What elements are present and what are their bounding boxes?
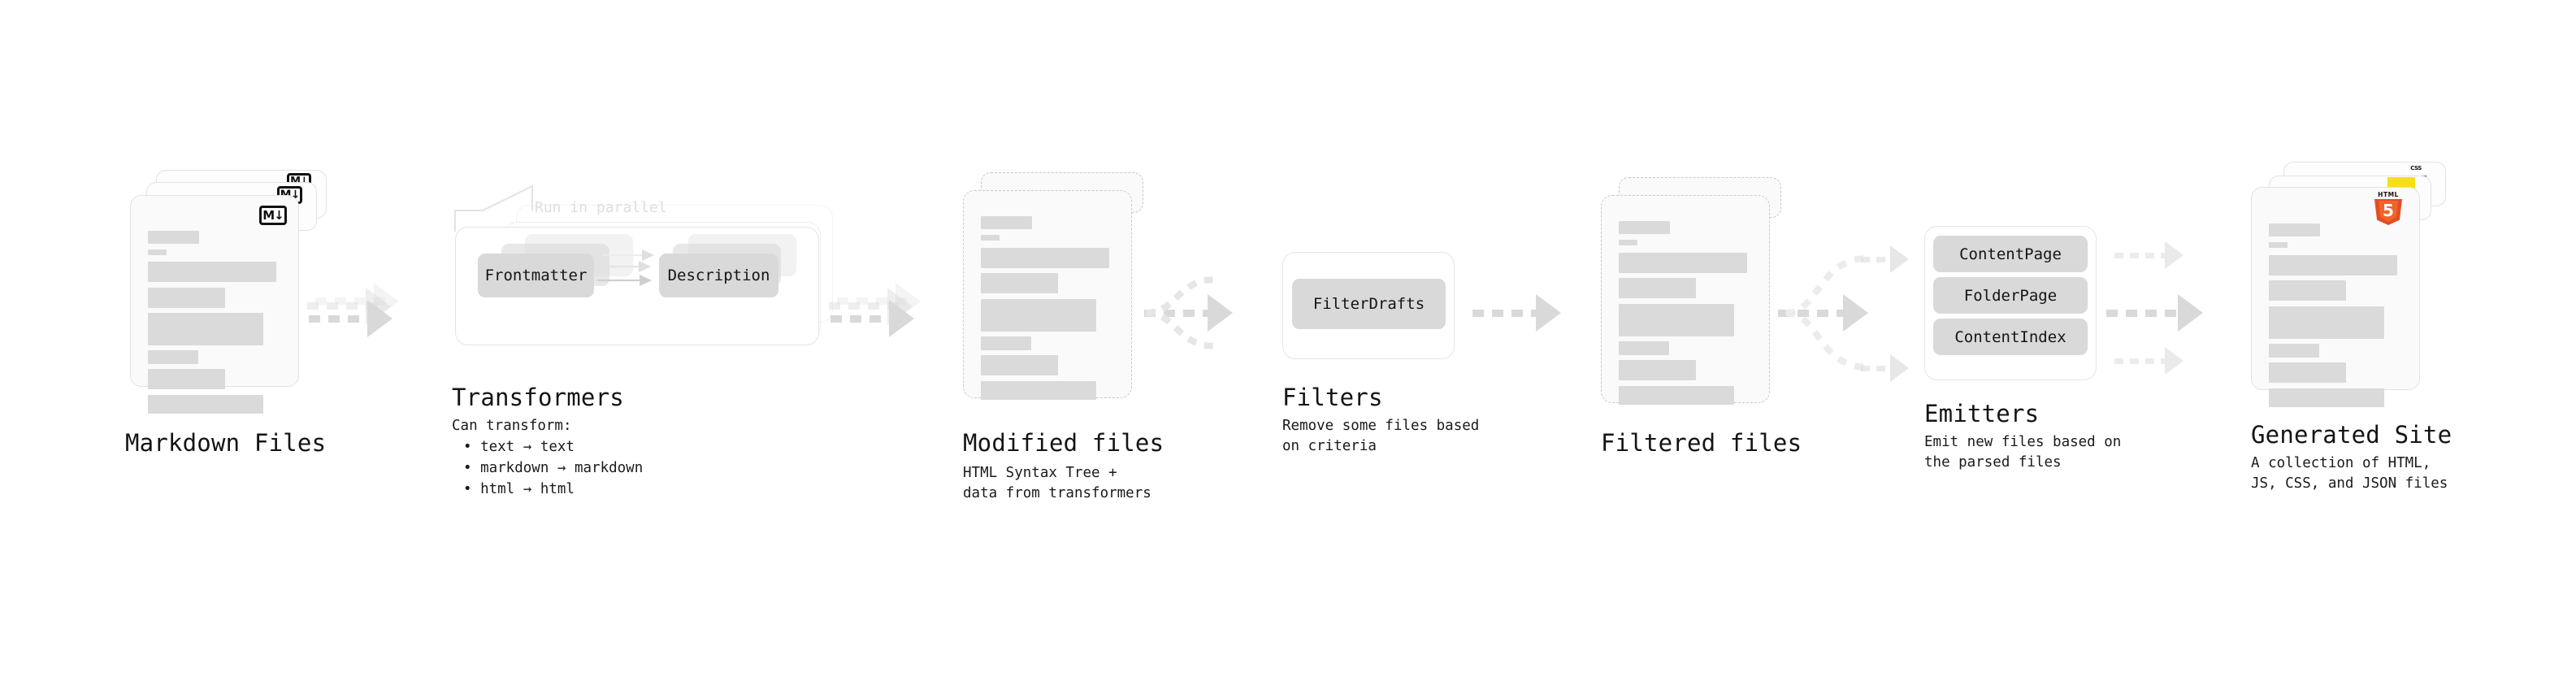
- doc-bar: [1619, 253, 1747, 273]
- flow-arrow-5-center: [1778, 288, 1884, 337]
- run-in-parallel-leader: [454, 184, 533, 232]
- stage-desc-emitters: Emit new files based on the parsed files: [1924, 434, 2122, 471]
- transformers-bullet-2: • html → html: [463, 481, 575, 497]
- emitter-chip-folderpage[interactable]: FolderPage: [1933, 277, 2088, 314]
- stage-desc-transformers: Can transform:: [452, 418, 572, 434]
- modified-file-card-front: [963, 190, 1132, 400]
- stage-title-generated-site: Generated Site: [2251, 421, 2452, 449]
- transformer-chip-frontmatter[interactable]: Frontmatter: [478, 254, 594, 297]
- doc-bar: [148, 395, 263, 414]
- arrow-head: [1536, 294, 1561, 332]
- stage-title-filtered-files: Filtered files: [1601, 429, 1802, 457]
- arrow-head: [367, 300, 392, 338]
- flow-arrow-3: [1144, 288, 1250, 337]
- doc-bar: [981, 355, 1058, 375]
- doc-bar: [2269, 344, 2319, 358]
- arrow-dashes: [829, 302, 907, 310]
- doc-bar: [981, 336, 1031, 350]
- run-in-parallel-note: Run in parallel: [535, 199, 667, 216]
- arrow-dashes: [307, 302, 385, 310]
- html5-icon-label: HTML: [2378, 191, 2399, 198]
- doc-bar: [1619, 386, 1734, 405]
- arrow-head: [2165, 347, 2184, 375]
- markdown-file-card-front: [130, 195, 299, 414]
- doc-bar: [1619, 240, 1637, 245]
- flow-arrow-6-bottom: [2114, 347, 2204, 375]
- arrow-head: [1890, 245, 1909, 273]
- arrow-dashes: [315, 297, 393, 306]
- doc-bar: [1619, 360, 1696, 380]
- flow-arrow-5-bottom: [1861, 354, 1926, 382]
- doc-bar: [981, 299, 1096, 332]
- flow-arrow-1: [307, 282, 406, 338]
- doc-bar: [1619, 341, 1669, 355]
- arrow-head: [2165, 241, 2184, 269]
- flow-arrow-3-merge-curves: [1145, 276, 1216, 349]
- doc-bar: [981, 235, 1000, 241]
- doc-bar: [981, 216, 1032, 229]
- doc-bar: [2269, 306, 2384, 339]
- transformers-bullet-0: • text → text: [463, 439, 575, 455]
- arrow-dashes: [2114, 358, 2178, 364]
- arrow-dashes: [1861, 256, 1902, 262]
- transformer-chip-description[interactable]: Description: [659, 254, 778, 297]
- doc-bar: [981, 248, 1109, 268]
- filter-chip-filterdrafts[interactable]: FilterDrafts: [1292, 279, 1446, 329]
- transformer-inner-arrows: [597, 249, 655, 287]
- stage-desc-modified-files: HTML Syntax Tree + data from transformer…: [963, 465, 1151, 501]
- html5-icon-digit: 5: [2383, 201, 2394, 220]
- html5-icon: HTML 5: [2374, 191, 2403, 225]
- doc-bar: [148, 369, 225, 389]
- transformers-bullet-1: • markdown → markdown: [463, 460, 644, 476]
- arrow-dashes: [830, 314, 909, 323]
- doc-bar: [981, 273, 1058, 293]
- arrow-dashes: [1861, 365, 1902, 371]
- arrow-head: [1208, 294, 1233, 332]
- doc-bar: [148, 262, 276, 282]
- doc-bar: [2269, 223, 2320, 236]
- arrow-dashes: [2106, 309, 2194, 317]
- doc-bar: [2269, 280, 2346, 301]
- doc-bar: [148, 288, 225, 308]
- doc-bar: [2269, 388, 2384, 407]
- arrow-dashes: [2114, 252, 2178, 258]
- stage-title-markdown-files: Markdown Files: [125, 429, 327, 457]
- markdown-icon-front: M↓: [259, 206, 287, 225]
- doc-bar: [2269, 242, 2288, 248]
- doc-bar: [2269, 255, 2397, 275]
- doc-bar: [981, 381, 1096, 400]
- stage-desc-filters: Remove some files based on criteria: [1282, 418, 1480, 454]
- stage-title-emitters: Emitters: [1924, 400, 2040, 427]
- stage-desc-generated-site: A collection of HTML, JS, CSS, and JSON …: [2251, 455, 2448, 492]
- flow-arrow-2: [829, 282, 928, 338]
- arrow-dashes: [1144, 309, 1225, 317]
- flow-arrow-6-top: [2114, 241, 2204, 269]
- emitter-chip-contentpage[interactable]: ContentPage: [1933, 236, 2088, 272]
- stage-title-filters: Filters: [1282, 384, 1383, 411]
- arrow-head: [1890, 354, 1909, 382]
- flow-arrow-5-top: [1861, 245, 1926, 273]
- arrow-dashes: [1778, 309, 1862, 317]
- emitter-chip-contentindex[interactable]: ContentIndex: [1933, 319, 2088, 355]
- arrow-head: [2178, 294, 2203, 332]
- arrow-head: [889, 300, 914, 338]
- arrow-head: [1843, 294, 1868, 332]
- doc-bar: [148, 313, 263, 345]
- doc-bar: [1619, 221, 1670, 234]
- stage-title-transformers: Transformers: [452, 384, 624, 411]
- doc-bar: [148, 350, 198, 364]
- doc-bar: [148, 249, 167, 255]
- filtered-file-card-front: [1601, 195, 1770, 405]
- arrow-dashes: [1472, 309, 1554, 317]
- flow-arrow-6-center: [2106, 288, 2220, 337]
- arrow-dashes: [309, 314, 387, 323]
- arrow-dashes: [837, 297, 915, 306]
- doc-bar: [148, 231, 199, 244]
- stage-title-modified-files: Modified files: [963, 429, 1164, 457]
- doc-bar: [2269, 362, 2346, 383]
- doc-bar: [1619, 278, 1696, 298]
- doc-bar: [1619, 304, 1734, 336]
- flow-arrow-4: [1472, 288, 1578, 337]
